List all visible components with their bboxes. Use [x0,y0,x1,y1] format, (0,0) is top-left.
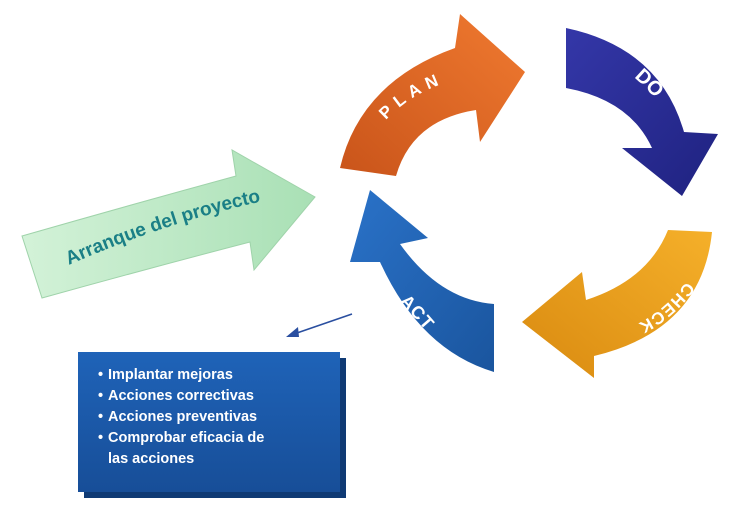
do-arrow-body [566,28,718,196]
improvement-actions-box: Implantar mejoras Acciones correctivas A… [78,352,340,492]
start-arrow: Arranque del proyecto [21,149,316,299]
check-arrow-body [522,230,712,378]
act-arrow: ACT [350,190,494,372]
action-item: Implantar mejoras [98,365,330,386]
plan-arrow: P L A N [340,14,525,176]
pointer-arrow [286,313,353,337]
plan-arrow-body [340,14,525,176]
action-item-continuation: las acciones [108,451,195,467]
act-arrow-body [350,190,494,372]
start-arrow-body [21,149,316,299]
action-item: Acciones preventivas [98,407,330,428]
do-arrow: DO [566,28,718,196]
improvement-actions-list: Implantar mejoras Acciones correctivas A… [98,365,330,470]
action-item: Acciones correctivas [98,386,330,407]
action-item: Comprobar eficacia de [98,428,330,449]
check-arrow: CHECK [522,230,712,378]
